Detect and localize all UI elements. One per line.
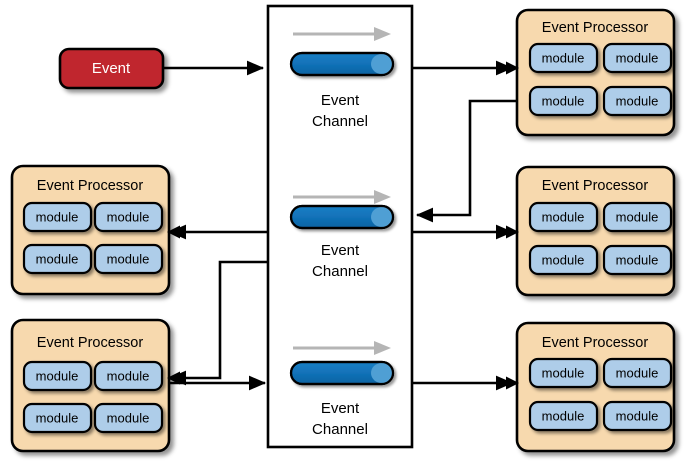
module-label: module: [542, 252, 585, 267]
module-box[interactable]: [93, 360, 164, 392]
module-box[interactable]: [528, 85, 599, 117]
channel-bottom-label-line2: Channel: [312, 421, 368, 438]
processor-middle-right-title: Event Processor: [542, 178, 649, 194]
module-box[interactable]: [602, 42, 673, 74]
module-label: module: [616, 50, 659, 65]
channel-middle-label-line2: Channel: [312, 263, 368, 280]
processor-top-right-title: Event Processor: [542, 20, 649, 36]
module-box[interactable]: [22, 201, 93, 233]
module-box[interactable]: [22, 360, 93, 392]
module-label: module: [36, 251, 79, 266]
arrowhead-into-processor-top-right: [506, 61, 519, 75]
module-box[interactable]: [602, 357, 673, 389]
event-channel-middle[interactable]: Event Channel: [289, 190, 395, 280]
processor-bottom-left-title: Event Processor: [37, 335, 144, 351]
module-box[interactable]: [602, 400, 673, 432]
module-box[interactable]: [602, 244, 673, 276]
channel-top-label-line2: Channel: [312, 113, 368, 130]
module-label: module: [542, 365, 585, 380]
processor-middle-right[interactable]: Event Processor module module module mod…: [515, 165, 676, 297]
module-label: module: [542, 93, 585, 108]
module-label: module: [107, 410, 150, 425]
event-channel-bottom[interactable]: Event Channel: [289, 341, 395, 438]
module-label: module: [542, 209, 585, 224]
wire-channel-middle-to-processor-bottom-left: [168, 260, 270, 386]
module-box[interactable]: [528, 244, 599, 276]
channel-bottom-label-line1: Event: [321, 400, 360, 417]
channel-bar-top: [289, 51, 395, 77]
event-channel-stack: Event Channel Event Channel: [266, 4, 414, 449]
module-box[interactable]: [528, 357, 599, 389]
connection-wires: [163, 60, 517, 391]
processor-top-right[interactable]: Event Processor module module module mod…: [515, 8, 676, 137]
wire-arrowhead-overlay: [167, 61, 519, 390]
module-box[interactable]: [528, 42, 599, 74]
channel-bar-middle: [289, 204, 395, 230]
processor-bottom-right[interactable]: Event Processor module module module mod…: [515, 321, 676, 453]
arrowhead-into-processor-middle-left: [167, 225, 180, 239]
module-label: module: [542, 408, 585, 423]
module-label: module: [616, 408, 659, 423]
module-label: module: [616, 209, 659, 224]
module-label: module: [616, 365, 659, 380]
processor-bottom-right-modules: module module module module: [528, 357, 673, 432]
module-label: module: [36, 368, 79, 383]
channel-middle-label-line1: Event: [321, 242, 360, 259]
module-box[interactable]: [22, 243, 93, 275]
processor-bottom-left[interactable]: Event Processor module module module mod…: [10, 318, 171, 453]
module-box[interactable]: [93, 201, 164, 233]
event-label: Event: [92, 60, 131, 77]
module-box[interactable]: [528, 400, 599, 432]
module-label: module: [616, 93, 659, 108]
processor-middle-left-title: Event Processor: [37, 178, 144, 194]
processor-middle-left[interactable]: Event Processor module module module mod…: [10, 164, 171, 296]
module-box[interactable]: [22, 402, 93, 434]
processor-bottom-right-title: Event Processor: [542, 335, 649, 351]
wire-processor-top-right-to-channel-middle: [415, 99, 517, 223]
event-channel-top[interactable]: Event Channel: [289, 27, 395, 130]
module-label: module: [36, 209, 79, 224]
module-box[interactable]: [528, 201, 599, 233]
processor-top-right-modules: module module module module: [528, 42, 673, 117]
arrowhead-into-processor-middle-right: [506, 225, 519, 239]
flow-direction-arrow-bottom: [293, 341, 391, 355]
module-label: module: [542, 50, 585, 65]
module-box[interactable]: [93, 243, 164, 275]
flow-direction-arrow-top: [293, 27, 391, 41]
module-label: module: [36, 410, 79, 425]
flow-direction-arrow-middle: [293, 190, 391, 204]
module-label: module: [616, 252, 659, 267]
module-box[interactable]: [602, 201, 673, 233]
event-node[interactable]: [58, 47, 165, 90]
module-box[interactable]: [602, 85, 673, 117]
channel-top-label-line1: Event: [321, 92, 360, 109]
processor-middle-right-modules: module module module module: [528, 201, 673, 276]
module-box[interactable]: [93, 402, 164, 434]
module-label: module: [107, 209, 150, 224]
channel-bar-bottom: [289, 360, 395, 386]
processor-middle-left-modules: module module module module: [22, 201, 164, 275]
arrowhead-into-processor-bottom-right: [506, 376, 519, 390]
module-label: module: [107, 251, 150, 266]
processor-bottom-left-modules: module module module module: [22, 360, 164, 434]
module-label: module: [107, 368, 150, 383]
arrowhead-into-processor-bottom-left: [167, 371, 180, 385]
